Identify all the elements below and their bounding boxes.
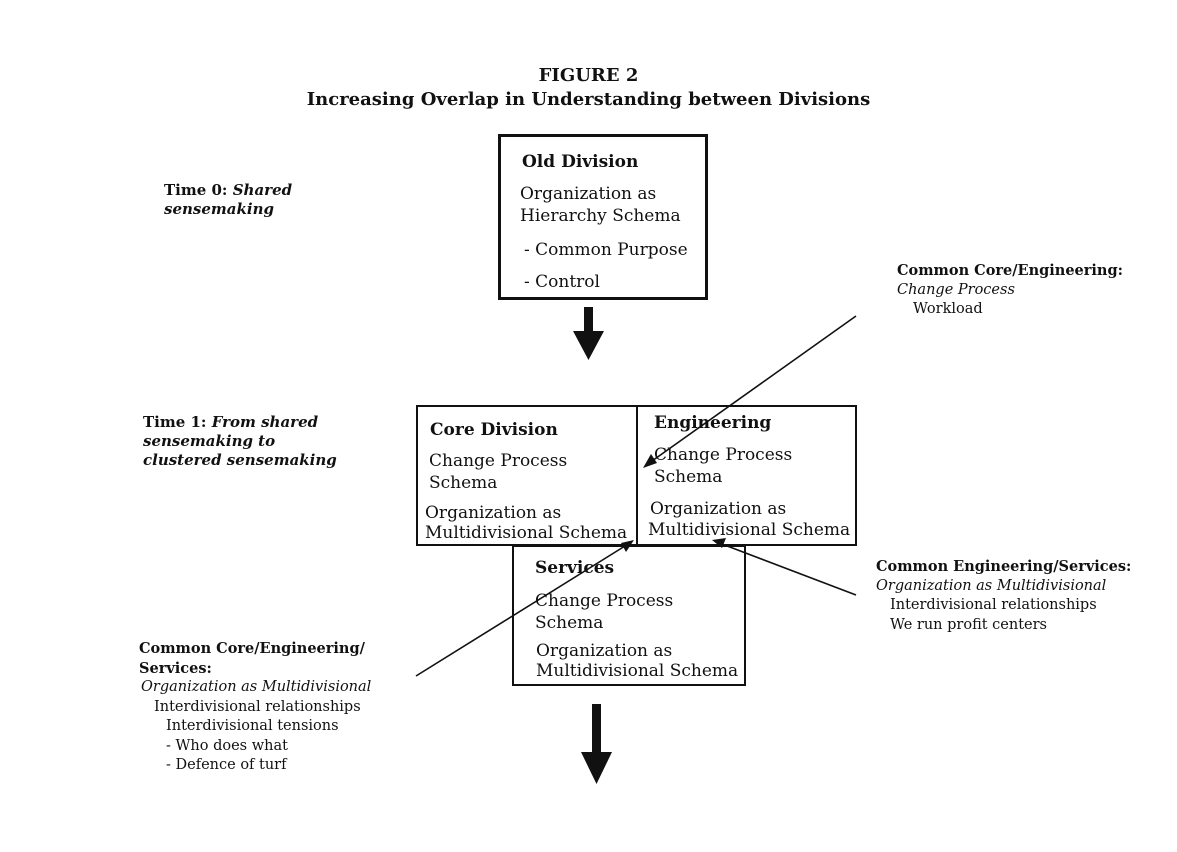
pointer-all-divisions xyxy=(415,540,634,677)
note-all-line2: Interdivisional tensions xyxy=(166,718,339,734)
old-division-box xyxy=(498,134,708,300)
note-all-line4: - Defence of turf xyxy=(166,757,287,773)
time0-text-line1: Shared xyxy=(232,181,293,199)
services-line4: Multidivisional Schema xyxy=(536,661,739,681)
old-division-item1: - Common Purpose xyxy=(524,240,688,260)
time1-text-line1: From shared xyxy=(211,413,319,431)
services-line2: Schema xyxy=(535,613,604,633)
engineering-heading: Engineering xyxy=(654,413,772,433)
services-heading: Services xyxy=(535,558,615,578)
note-all-line3: - Who does what xyxy=(166,737,288,754)
core-division-line4: Multidivisional Schema xyxy=(425,523,628,543)
note-all-heading2: Services: xyxy=(139,659,212,677)
engineering-box xyxy=(636,405,857,546)
core-division-line2: Schema xyxy=(429,473,498,493)
note-all-italic: Organization as Multidivisional xyxy=(141,679,372,695)
note-core-engineering-line1: Workload xyxy=(913,301,983,317)
note-core-engineering: Common Core/Engineering: Change Process … xyxy=(897,261,1123,320)
services-line3: Organization as xyxy=(536,641,673,661)
engineering-line1: Change Process xyxy=(654,445,793,465)
time1-text-line3: clustered sensemaking xyxy=(143,451,337,469)
old-division-heading: Old Division xyxy=(522,152,639,172)
time0-prefix: Time 0: xyxy=(164,181,228,199)
note-all-line1: Interdivisional relationships xyxy=(154,698,361,715)
note-engineering-services: Common Engineering/Services: Organizatio… xyxy=(876,557,1131,635)
engineering-line3: Organization as xyxy=(650,499,787,519)
pointer-engineering-services xyxy=(712,538,857,596)
engineering-line4: Multidivisional Schema xyxy=(648,520,851,540)
note-engineering-services-heading: Common Engineering/Services: xyxy=(876,558,1132,575)
time1-label: Time 1: From shared sensemaking to clust… xyxy=(143,413,337,470)
down-arrow-top xyxy=(573,307,604,360)
core-division-line3: Organization as xyxy=(425,503,562,523)
old-division-line2: Hierarchy Schema xyxy=(520,206,681,226)
core-division-line1: Change Process xyxy=(429,451,568,471)
note-all-heading1: Common Core/Engineering/ xyxy=(139,640,365,657)
note-engineering-services-line2: We run profit centers xyxy=(890,616,1048,633)
time1-prefix: Time 1: xyxy=(143,413,207,431)
time1-text-line2: sensemaking to xyxy=(143,432,276,450)
note-core-engineering-italic: Change Process xyxy=(897,281,1015,298)
note-core-engineering-heading: Common Core/Engineering: xyxy=(897,262,1123,279)
time0-text-line2: sensemaking xyxy=(164,200,274,218)
engineering-line2: Schema xyxy=(654,467,723,487)
note-engineering-services-line1: Interdivisional relationships xyxy=(890,597,1097,613)
old-division-item2: - Control xyxy=(524,272,600,292)
note-all-divisions: Common Core/Engineering/ Services: Organ… xyxy=(139,639,371,776)
services-line1: Change Process xyxy=(535,591,674,611)
down-arrow-bottom xyxy=(581,704,612,784)
time0-label: Time 0: Shared sensemaking xyxy=(164,181,292,219)
figure-label: FIGURE 2 xyxy=(538,65,639,86)
core-division-heading: Core Division xyxy=(430,420,558,440)
pointer-core-engineering xyxy=(643,315,857,468)
old-division-line1: Organization as xyxy=(520,184,657,204)
figure-title: Increasing Overlap in Understanding betw… xyxy=(306,89,871,110)
note-engineering-services-italic: Organization as Multidivisional xyxy=(876,577,1107,594)
